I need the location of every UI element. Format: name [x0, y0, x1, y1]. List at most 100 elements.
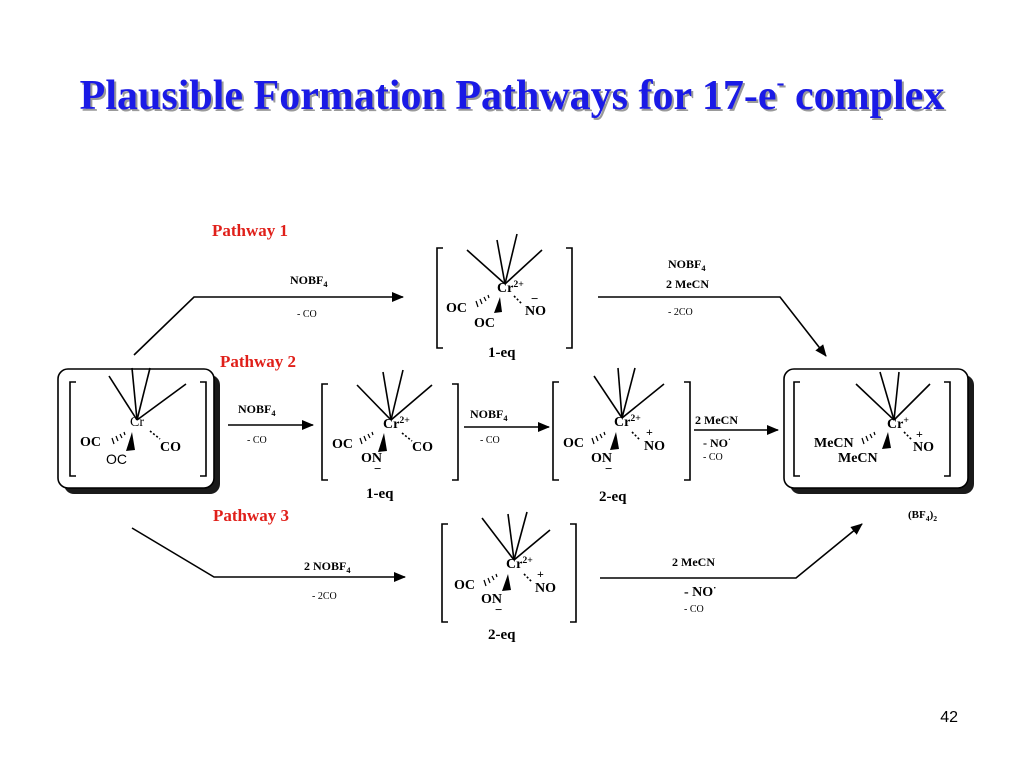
- bot-plus: +: [537, 567, 544, 581]
- arrow-pathway3-in: [131, 527, 406, 582]
- reagent-p1b-nobf4: NOBF4: [668, 257, 706, 273]
- mid2-on: ON: [591, 451, 612, 466]
- bracket-mid1-left: [321, 383, 328, 481]
- reagent-p2c-minus-co: - CO: [703, 452, 723, 463]
- hash-wedge-bot: [483, 573, 498, 587]
- arene-mid2: [593, 367, 665, 419]
- mid1-co: CO: [412, 440, 433, 455]
- solid-wedge-bot: [502, 574, 511, 591]
- start-oc-bottom: OC: [106, 451, 127, 467]
- arrow-pathway3-out: [600, 523, 863, 579]
- hash-wedge-prod: [861, 431, 876, 445]
- reagent-p2a-nobf4: NOBF4: [238, 402, 276, 418]
- hash-wedge-top: [475, 294, 490, 308]
- pathway-3-label: Pathway 3: [213, 506, 290, 525]
- prod-no: NO: [913, 440, 934, 455]
- bracket-start-left: [69, 381, 76, 477]
- slide-title: Plausible Formation Pathways for 17-e- c…: [79, 70, 945, 119]
- reagent-p2b-minus-co: - CO: [480, 435, 500, 446]
- bracket-mid2-left: [552, 381, 559, 481]
- arene-prod: [855, 371, 931, 421]
- bracket-top-right: [566, 247, 573, 349]
- mid2-2eq: 2-eq: [599, 489, 627, 505]
- start-oc-left: OC: [80, 435, 101, 450]
- arene-mid1: [356, 369, 433, 421]
- solid-wedge-mid2: [610, 432, 619, 450]
- bot-oc: OC: [454, 578, 475, 593]
- hash-wedge-mid1: [359, 431, 374, 445]
- product-box: [783, 368, 969, 489]
- solid-wedge-mid1: [378, 433, 387, 452]
- bracket-prod-right: [944, 381, 951, 477]
- arene-start: [108, 367, 187, 421]
- mid2-cr: Cr2+: [614, 413, 641, 430]
- mid1-oc: OC: [332, 437, 353, 452]
- mid2-minus: −: [605, 461, 613, 476]
- bot-no: NO: [535, 581, 556, 596]
- start-box: [57, 368, 215, 489]
- mid2-oc: OC: [563, 436, 584, 451]
- bracket-mid1-right: [452, 383, 459, 481]
- arene-top: [466, 233, 543, 285]
- solid-wedge-start: [126, 432, 135, 451]
- reagent-p3b-minus-co: - CO: [684, 604, 704, 615]
- top-no: NO: [525, 304, 546, 319]
- prod-mecn-left: MeCN: [814, 436, 854, 451]
- mid1-on: ON: [361, 451, 382, 466]
- top-oc-bottom: OC: [474, 316, 495, 331]
- bond-prod-no: [903, 431, 913, 441]
- pathway-2-label: Pathway 2: [220, 352, 297, 371]
- prod-mecn-bottom: MeCN: [838, 451, 878, 466]
- reagent-p2b-nobf4: NOBF4: [470, 407, 508, 423]
- top-minus: −: [531, 291, 539, 306]
- mid2-plus: +: [646, 425, 653, 439]
- bond-mid2-no: [631, 431, 641, 441]
- reagent-p1-minus-co: - CO: [297, 309, 317, 320]
- bond-top-no: [513, 295, 523, 305]
- reagent-p1b-mecn: 2 MeCN: [666, 277, 709, 291]
- prod-counterion: (BF4)2: [908, 509, 938, 523]
- prod-plus: +: [916, 427, 923, 441]
- bond-mid1-co: [401, 432, 413, 442]
- bot-on: ON: [481, 592, 502, 607]
- solid-wedge-prod: [882, 432, 891, 449]
- bot-minus: −: [495, 602, 503, 617]
- reagent-p3b-mecn: 2 MeCN: [672, 555, 715, 569]
- top-1eq: 1-eq: [488, 345, 516, 361]
- reagent-p3b-minus-no: - NO·: [684, 583, 717, 600]
- arene-bot: [481, 511, 551, 561]
- mid1-cr: Cr2+: [383, 415, 410, 432]
- hash-wedge-start: [111, 431, 126, 445]
- reagent-p3-minus-2co: - 2CO: [312, 591, 337, 602]
- bot-cr: Cr2+: [506, 555, 533, 572]
- bracket-mid2-right: [684, 381, 691, 481]
- start-co-right: CO: [160, 440, 181, 455]
- mid2-no: NO: [644, 439, 665, 454]
- pathway-1-label: Pathway 1: [212, 221, 289, 240]
- reagent-p2c-mecn: 2 MeCN: [695, 413, 738, 427]
- arrow-pathway1-out: [598, 296, 827, 357]
- reagent-p2a-minus-co: - CO: [247, 435, 267, 446]
- start-cr: Cr: [130, 415, 144, 430]
- bracket-prod-left: [793, 381, 800, 477]
- bracket-bot-left: [441, 523, 448, 623]
- mid1-1eq: 1-eq: [366, 486, 394, 502]
- top-cr: Cr2+: [497, 279, 524, 296]
- hash-wedge-mid2: [591, 431, 606, 445]
- arrow-pathway1-in: [133, 292, 404, 356]
- page-number: 42: [940, 709, 958, 726]
- mid1-minus: −: [374, 461, 382, 476]
- bracket-bot-right: [570, 523, 577, 623]
- bracket-start-right: [200, 381, 207, 477]
- reagent-p3-2nobf4: 2 NOBF4: [304, 559, 351, 575]
- solid-wedge-top: [494, 297, 502, 313]
- top-oc-left: OC: [446, 301, 467, 316]
- bond-bot-no: [523, 573, 533, 583]
- bot-2eq: 2-eq: [488, 627, 516, 643]
- prod-cr: Cr+: [887, 415, 909, 432]
- reagent-p1b-minus-2co: - 2CO: [668, 307, 693, 318]
- reagent-p1-nobf4: NOBF4: [290, 273, 328, 289]
- reagent-p2c-minus-no: - NO·: [703, 435, 731, 450]
- bracket-top-left: [436, 247, 443, 349]
